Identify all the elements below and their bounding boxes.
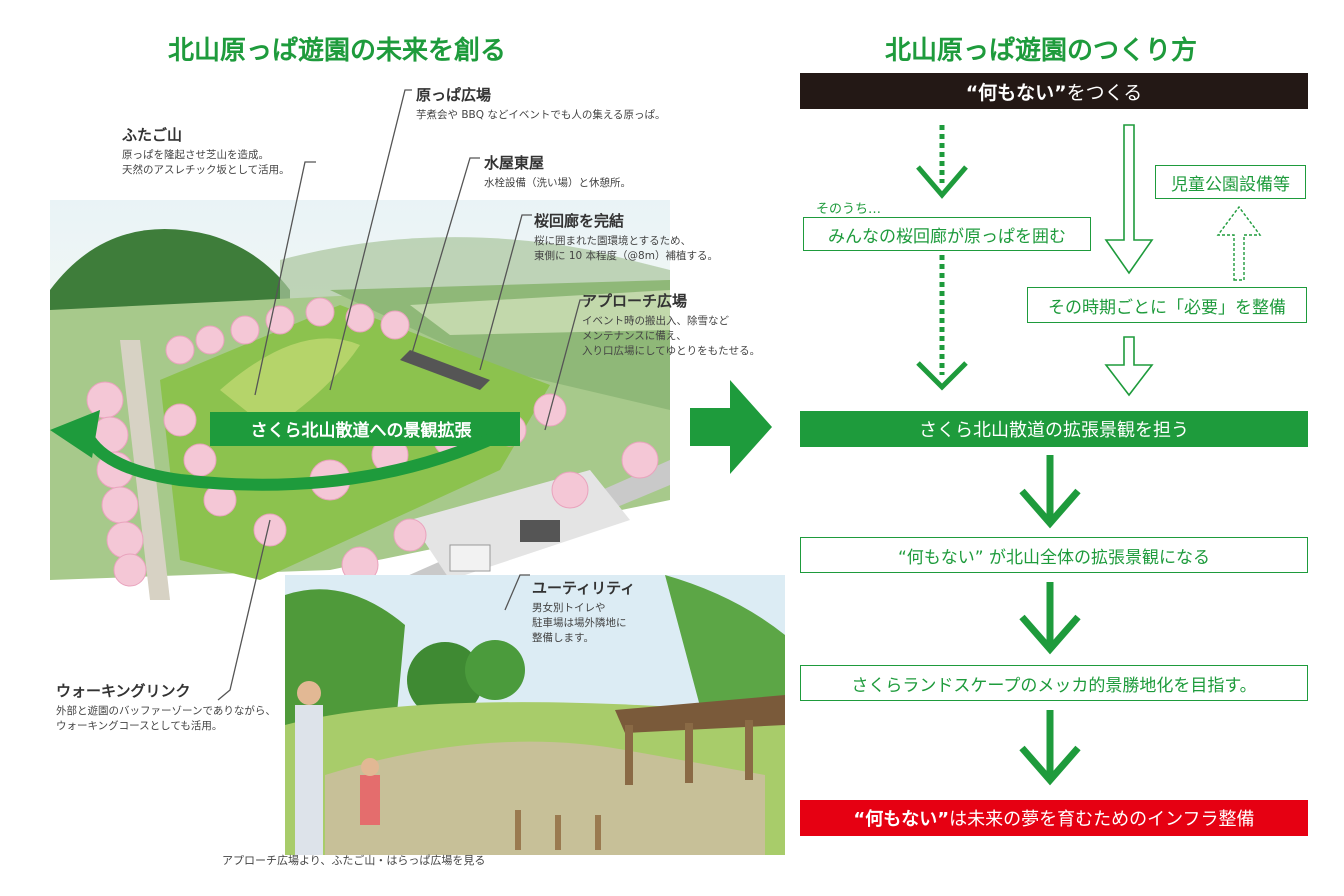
desc-line: メンテナンスに備え、 [582, 330, 687, 342]
right-title: 北山原っぱ遊園のつくり方 [885, 36, 1198, 66]
infrastructure-label: は未来の夢を育むためのインフラ整備 [949, 809, 1255, 830]
make-label: をつくる [1066, 81, 1143, 104]
desc-line: ウォーキングコースとしても活用。 [56, 720, 223, 732]
box-make-nothing: “何もない” をつくる [800, 73, 1308, 109]
desc-line: 駐車場は場外隣地に [532, 617, 627, 629]
callout-desc: 水栓設備（洗い場）と休憩所。 [484, 176, 631, 191]
callout-title: 桜回廊を完結 [534, 212, 625, 230]
callout-title: ユーティリティ [532, 579, 636, 597]
desc-line: 男女別トイレや [532, 602, 606, 614]
desc-line: 芋煮会や BBQ などイベントでも人の集える原っぱ。 [416, 109, 666, 121]
flow-arrows [916, 124, 1262, 786]
landscape-band-label: さくら北山散道への景観拡張 [250, 420, 472, 441]
desc-line: 水栓設備（洗い場）と休憩所。 [484, 177, 631, 189]
aerial-illustration [30, 140, 690, 600]
desc-line: 入り口広場にしてゆとりをもたせる。 [582, 345, 761, 357]
callout-harappa: 原っぱ広場 芋煮会や BBQ などイベントでも人の集える原っぱ。 [416, 84, 666, 123]
callout-approach: アプローチ広場 イベント時の搬出入、除雪など メンテナンスに備え、 入り口広場に… [582, 290, 760, 359]
callout-title: ふたご山 [122, 126, 183, 144]
sonouchi-label: そのうち… [816, 202, 882, 217]
desc-line: 天然のアスレチック坂として活用。 [122, 164, 290, 176]
callout-desc: 芋煮会や BBQ などイベントでも人の集える原っぱ。 [416, 108, 666, 123]
nanimonai-quote: “何もない” [965, 81, 1067, 104]
nanimonai-quote: “何もない” [853, 809, 950, 830]
callout-desc: 男女別トイレや 駐車場は場外隣地に 整備します。 [532, 601, 635, 646]
box-playground-equipment: 児童公園設備等 [1155, 165, 1306, 199]
box-infrastructure: “何もない” は未来の夢を育むためのインフラ整備 [800, 800, 1308, 836]
callout-title: ウォーキングリンク [56, 682, 191, 700]
ground-illustration [285, 575, 785, 855]
illustration-caption: アプローチ広場より、ふたご山・はらっぱ広場を見る [222, 854, 486, 867]
desc-line: 東側に 10 本程度（@8m）補植する。 [534, 250, 718, 262]
callout-futagoyama: ふたご山 原っぱを隆起させ芝山を造成。 天然のアスレチック坂として活用。 [122, 124, 290, 178]
callout-desc: 外部と遊園のバッファーゾーンでありながら、 ウォーキングコースとしても活用。 [56, 704, 276, 734]
desc-line: 整備します。 [532, 632, 594, 644]
callout-title: アプローチ広場 [582, 292, 688, 310]
box-as-needed: その時期ごとに「必要」を整備 [1027, 287, 1307, 323]
callout-title: 原っぱ広場 [416, 86, 492, 104]
callout-walking: ウォーキングリンク 外部と遊園のバッファーゾーンでありながら、 ウォーキングコー… [56, 680, 276, 734]
desc-line: イベント時の搬出入、除雪など [582, 315, 729, 327]
box-sakura-corridor: みんなの桜回廊が原っぱを囲む [803, 217, 1091, 251]
callout-mizuya: 水屋東屋 水栓設備（洗い場）と休憩所。 [484, 152, 631, 191]
big-right-arrow-icon [690, 380, 772, 474]
box-mecca-goal: さくらランドスケープのメッカ的景勝地化を目指す。 [800, 665, 1308, 701]
box-nothing-becomes-landscape: “何もない” が北山全体の拡張景観になる [800, 537, 1308, 573]
desc-line: 桜に囲まれた園環境とするため、 [534, 235, 692, 247]
callout-sakura: 桜回廊を完結 桜に囲まれた園環境とするため、 東側に 10 本程度（@8m）補植… [534, 210, 718, 264]
left-title: 北山原っぱ遊園の未来を創る [168, 36, 507, 66]
callout-title: 水屋東屋 [484, 154, 545, 172]
callout-desc: 桜に囲まれた園環境とするため、 東側に 10 本程度（@8m）補植する。 [534, 234, 718, 264]
leader-lines [217, 89, 590, 701]
callout-desc: イベント時の搬出入、除雪など メンテナンスに備え、 入り口広場にしてゆとりをもた… [582, 314, 760, 359]
box-landscape-extension: さくら北山散道の拡張景観を担う [800, 411, 1308, 447]
callout-utility: ユーティリティ 男女別トイレや 駐車場は場外隣地に 整備します。 [532, 577, 635, 646]
callout-desc: 原っぱを隆起させ芝山を造成。 天然のアスレチック坂として活用。 [122, 148, 290, 178]
desc-line: 原っぱを隆起させ芝山を造成。 [122, 149, 269, 161]
desc-line: 外部と遊園のバッファーゾーンでありながら、 [56, 705, 276, 717]
